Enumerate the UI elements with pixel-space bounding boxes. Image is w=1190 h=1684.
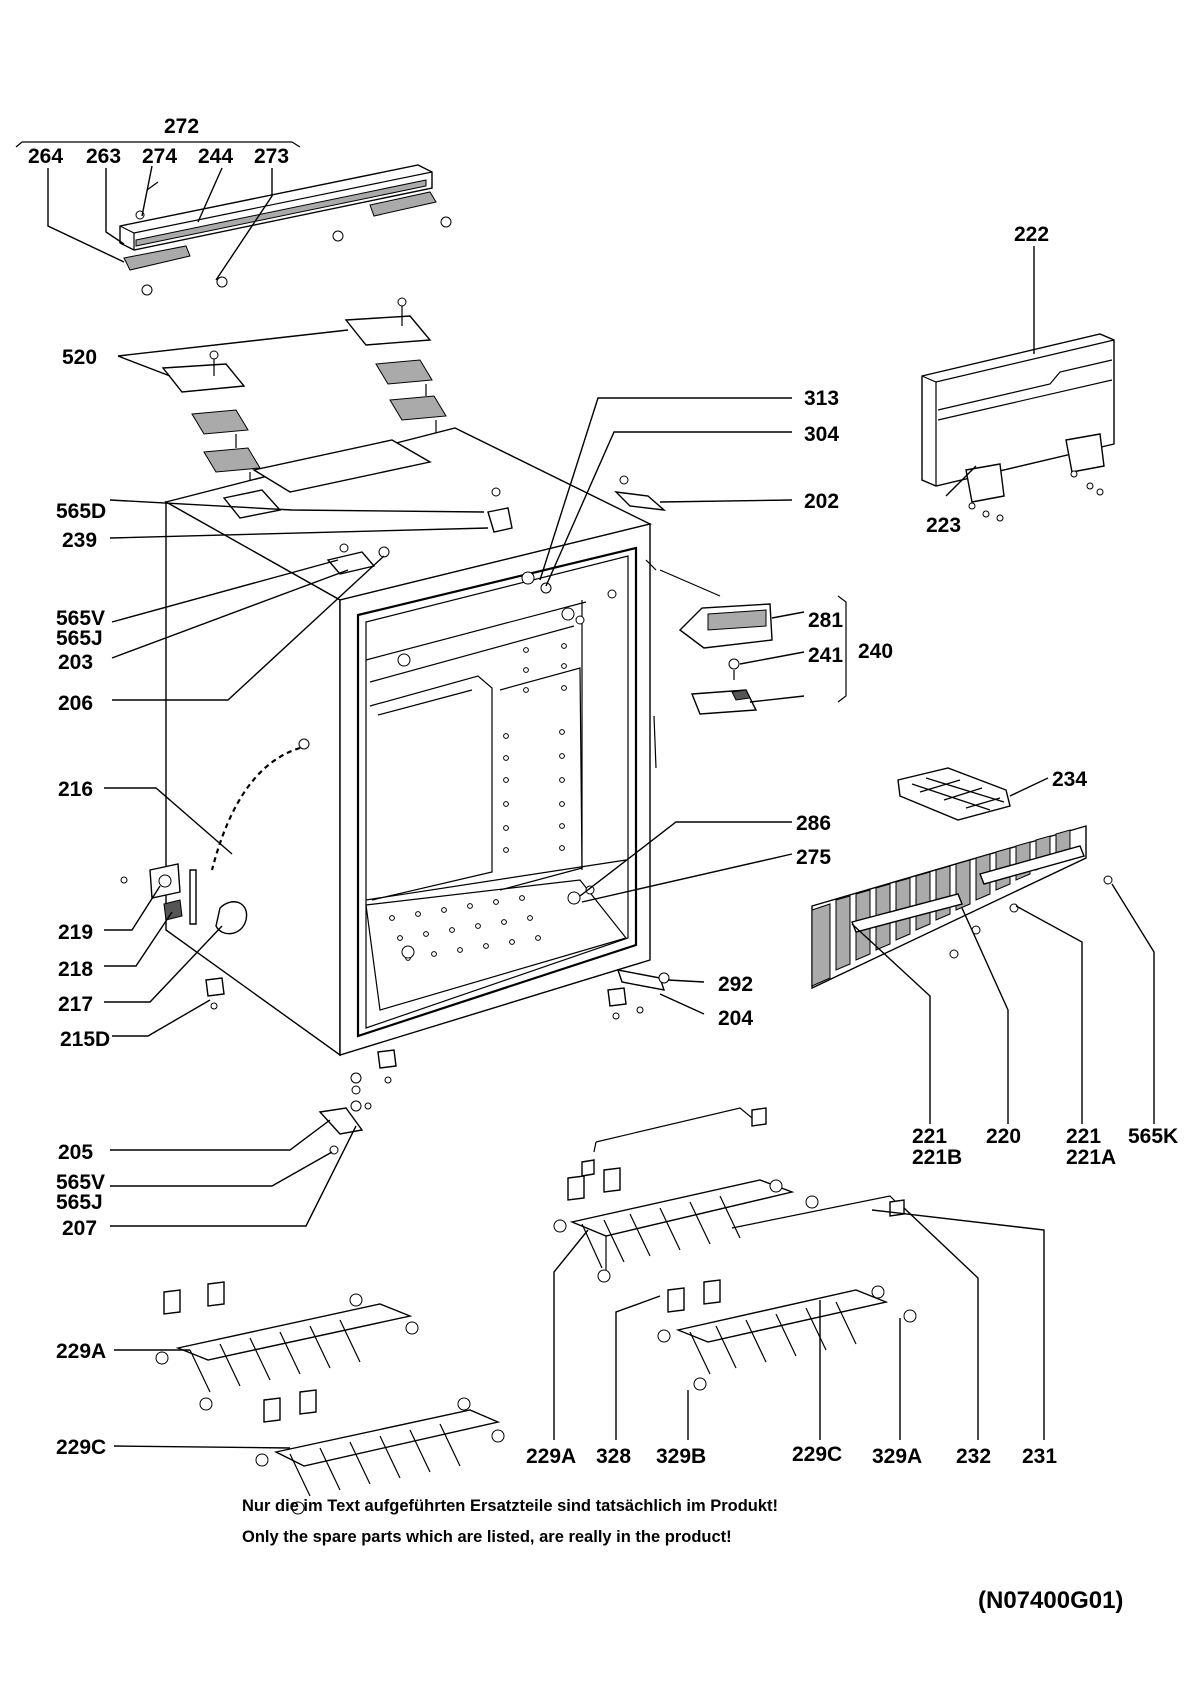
label-222: 222 bbox=[1014, 223, 1049, 246]
label-234: 234 bbox=[1052, 768, 1087, 791]
label-263: 263 bbox=[86, 145, 121, 168]
leader-lines bbox=[47, 165, 1155, 1449]
label-328: 328 bbox=[596, 1445, 631, 1468]
label-223: 223 bbox=[926, 514, 961, 537]
label-202: 202 bbox=[804, 490, 839, 513]
label-329B: 329B bbox=[656, 1445, 706, 1468]
label-219: 219 bbox=[58, 921, 93, 944]
label-281: 281 bbox=[808, 609, 843, 632]
label-229A-left: 229A bbox=[56, 1340, 106, 1363]
freezer-door-panel bbox=[921, 333, 1115, 522]
top-plates bbox=[161, 297, 447, 500]
label-206: 206 bbox=[58, 692, 93, 715]
label-221-left: 221 bbox=[912, 1125, 947, 1148]
label-216: 216 bbox=[58, 778, 93, 801]
label-274: 274 bbox=[142, 145, 177, 168]
label-565V-upper: 565V bbox=[56, 607, 105, 630]
label-229C-bottom: 229C bbox=[792, 1443, 842, 1466]
part-number-labels: 272 264 263 274 244 273 222 520 313 304 … bbox=[28, 115, 1178, 1468]
label-264: 264 bbox=[28, 145, 63, 168]
label-239: 239 bbox=[62, 529, 97, 552]
label-241: 241 bbox=[808, 644, 843, 667]
label-273: 273 bbox=[254, 145, 289, 168]
label-231: 231 bbox=[1022, 1445, 1057, 1468]
top-rail-assembly bbox=[15, 141, 452, 296]
refrigerator-cabinet bbox=[164, 427, 653, 1057]
label-565K: 565K bbox=[1128, 1125, 1178, 1148]
label-244: 244 bbox=[198, 145, 233, 168]
label-221-right: 221 bbox=[1066, 1125, 1101, 1148]
label-565V-lower: 565V bbox=[56, 1171, 105, 1194]
label-204: 204 bbox=[718, 1007, 753, 1030]
label-292: 292 bbox=[718, 973, 753, 996]
note-english: Only the spare parts which are listed, a… bbox=[242, 1528, 732, 1546]
label-229C-left: 229C bbox=[56, 1436, 106, 1459]
label-217: 217 bbox=[58, 993, 93, 1016]
label-272: 272 bbox=[164, 115, 199, 138]
label-218: 218 bbox=[58, 958, 93, 981]
label-275: 275 bbox=[796, 846, 831, 869]
thermostat-control-box bbox=[645, 559, 773, 769]
label-565D: 565D bbox=[56, 500, 106, 523]
label-205: 205 bbox=[58, 1141, 93, 1164]
label-565J-lower: 565J bbox=[56, 1191, 103, 1214]
drawing-code: (N07400G01) bbox=[978, 1587, 1123, 1614]
label-215D: 215D bbox=[60, 1028, 110, 1051]
label-313: 313 bbox=[804, 387, 839, 410]
label-207: 207 bbox=[62, 1217, 97, 1240]
label-304: 304 bbox=[804, 423, 839, 446]
label-203: 203 bbox=[58, 651, 93, 674]
label-232: 232 bbox=[956, 1445, 991, 1468]
label-565J-upper: 565J bbox=[56, 627, 103, 650]
wire-shelves bbox=[155, 1107, 917, 1515]
label-329A: 329A bbox=[872, 1445, 922, 1468]
ice-cube-tray bbox=[897, 767, 1011, 821]
label-520: 520 bbox=[62, 346, 97, 369]
label-221A: 221A bbox=[1066, 1146, 1116, 1169]
note-german: Nur die im Text aufgeführten Ersatzteile… bbox=[242, 1497, 778, 1515]
label-220: 220 bbox=[986, 1125, 1021, 1148]
label-286: 286 bbox=[796, 812, 831, 835]
label-229A-bottom: 229A bbox=[526, 1445, 576, 1468]
label-221B: 221B bbox=[912, 1146, 962, 1169]
freezer-evaporator-fins bbox=[811, 825, 1113, 990]
label-240: 240 bbox=[858, 640, 893, 663]
